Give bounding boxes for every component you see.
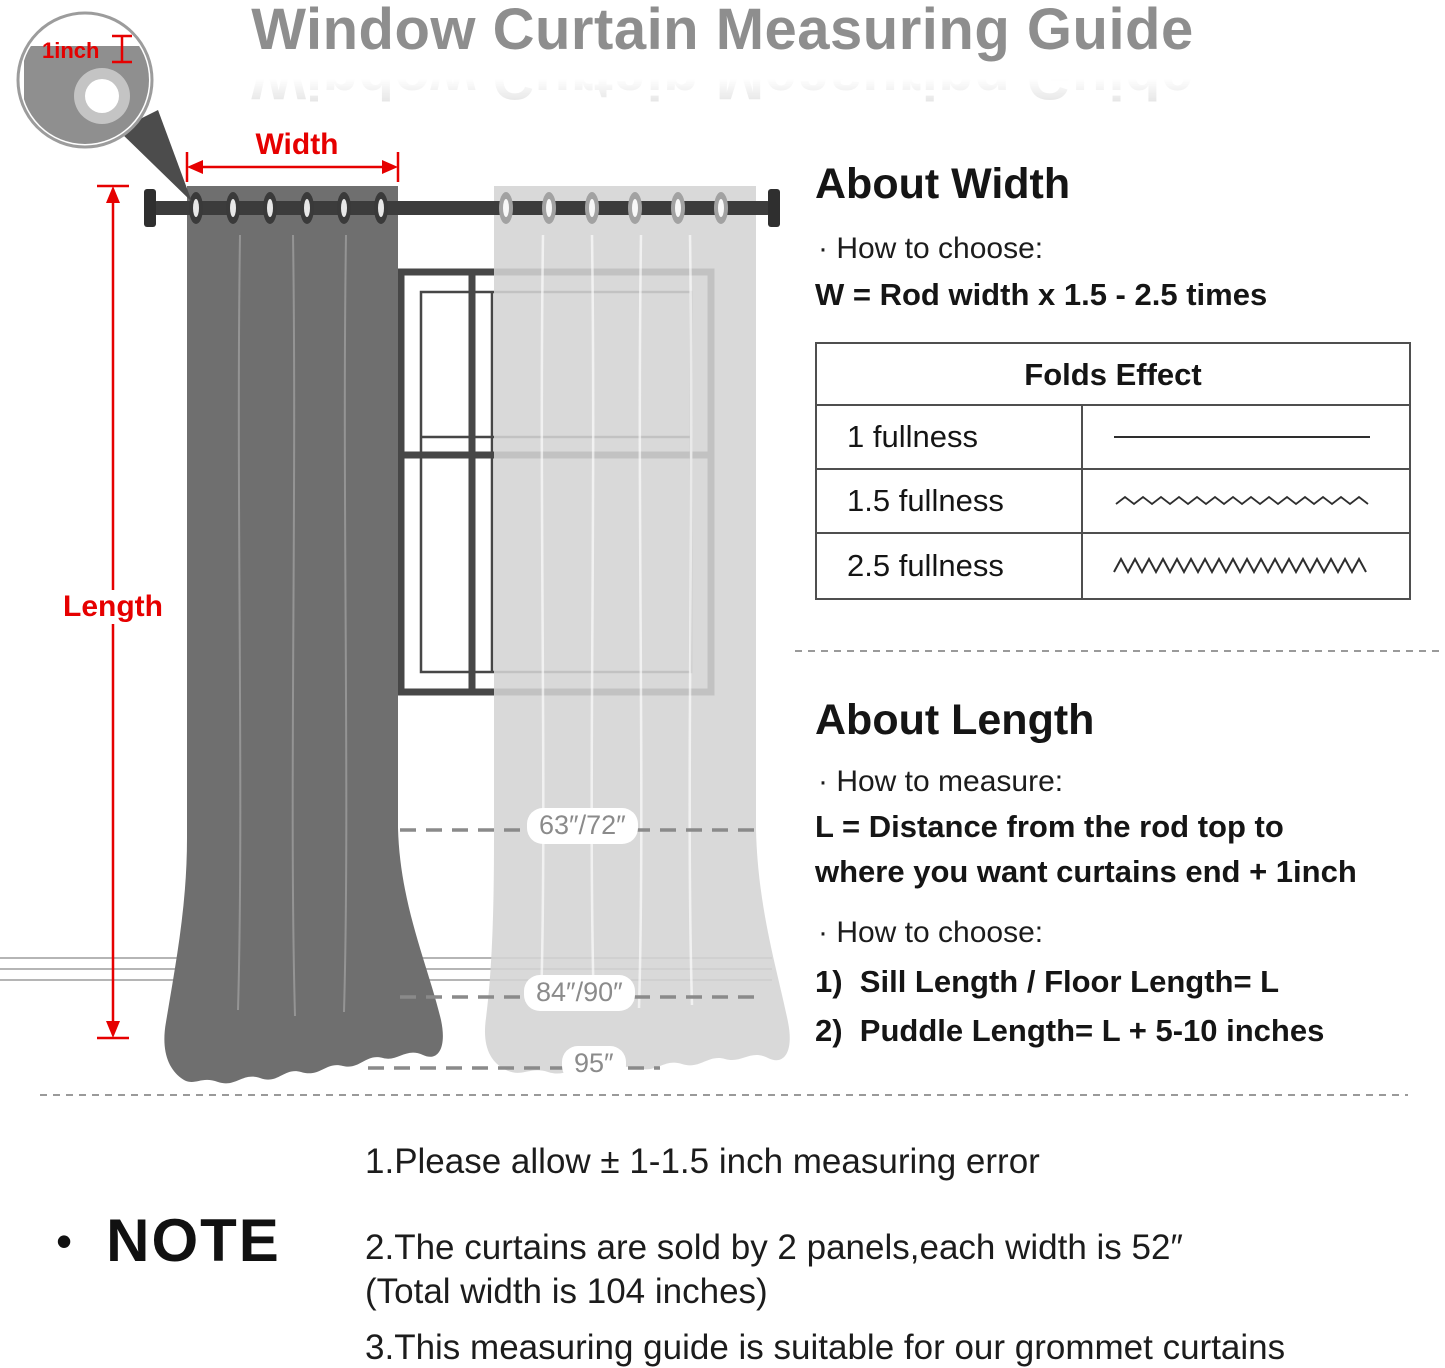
fullness-1-line [1083, 406, 1409, 468]
length-formula-line2: where you want curtains end + 1inch [815, 854, 1357, 889]
fullness-1-5-line [1083, 470, 1409, 532]
width-formula: W = Rod width x 1.5 - 2.5 times [815, 277, 1268, 312]
magnifier-callout [16, 11, 192, 202]
fullness-2-5-label: 2.5 fullness [817, 534, 1083, 598]
width-arrow [185, 152, 400, 182]
light-curtain-panel [484, 186, 790, 1074]
length-option-puddle: 2) Puddle Length= L + 5-10 inches [815, 1013, 1325, 1048]
straight-line-graphic [1114, 436, 1370, 438]
about-length-heading: About Length [815, 696, 1095, 744]
length-label: Length [50, 590, 176, 624]
about-length-how-to-measure: · How to measure: [818, 765, 1064, 798]
folds-effect-table: Folds Effect 1 fullness 1.5 fullness 2.5… [815, 342, 1411, 600]
bottom-divider [40, 1094, 1408, 1096]
about-width-how-to-choose: · How to choose: [818, 232, 1044, 265]
grommets-dark [189, 192, 388, 224]
one-inch-label: 1inch [42, 38, 100, 63]
dark-curtain-panel [164, 186, 443, 1084]
dense-wave-graphic [1113, 556, 1367, 575]
one-inch-bracket [112, 34, 132, 64]
light-wave-graphic [1115, 495, 1369, 506]
length-option-sill-floor: 1) Sill Length / Floor Length= L [815, 964, 1280, 999]
length-marker-95: 95″ [562, 1046, 626, 1082]
note-item-2: 2.The curtains are sold by 2 panels,each… [365, 1228, 1183, 1267]
folds-table-row-2: 1.5 fullness [817, 470, 1409, 534]
folds-table-header: Folds Effect [817, 344, 1409, 406]
note-item-1: 1.Please allow ± 1-1.5 inch measuring er… [365, 1142, 1040, 1181]
page-title: Window Curtain Measuring Guide [251, 0, 1194, 62]
title-block: Window Curtain Measuring Guide Window Cu… [0, 0, 1445, 111]
note-heading: • NOTE [56, 1206, 281, 1275]
section-divider [795, 650, 1445, 652]
length-formula-line1: L = Distance from the rod top to [815, 809, 1284, 844]
note-title: NOTE [106, 1207, 281, 1274]
fullness-2-5-line [1083, 534, 1409, 598]
length-marker-63-72: 63″/72″ [527, 808, 638, 844]
note-item-2-continued: (Total width is 104 inches) [365, 1272, 768, 1311]
curtain-diagram [0, 11, 790, 1084]
length-marker-84-90: 84″/90″ [524, 975, 635, 1011]
folds-table-row-1: 1 fullness [817, 406, 1409, 470]
fullness-1-label: 1 fullness [817, 406, 1083, 468]
about-length-how-to-choose: · How to choose: [818, 916, 1044, 949]
about-width-heading: About Width [815, 160, 1071, 208]
note-bullet: • [56, 1214, 73, 1267]
note-item-3: 3.This measuring guide is suitable for o… [365, 1328, 1286, 1367]
folds-table-row-3: 2.5 fullness [817, 534, 1409, 598]
grommets-light [499, 192, 728, 224]
width-label: Width [255, 128, 339, 161]
fullness-1-5-label: 1.5 fullness [817, 470, 1083, 532]
